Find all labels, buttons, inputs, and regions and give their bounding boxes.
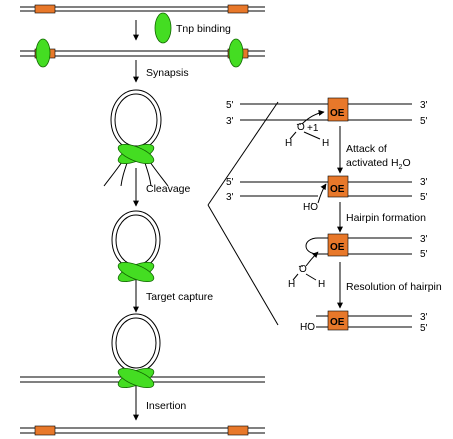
zoom-line-top [207, 101, 279, 206]
free-transposase [154, 12, 172, 44]
svg-text:OE: OE [330, 242, 345, 253]
svg-text:OE: OE [330, 184, 345, 195]
svg-text:+1: +1 [307, 123, 319, 134]
svg-text:OE: OE [330, 317, 345, 328]
target-capture-complex [20, 313, 265, 389]
tnp-binding-label: Tnp binding [176, 23, 231, 35]
chem-stage-a: 5' 3' OE 3' 5' O .. H H +1 [226, 97, 428, 149]
svg-text:HO: HO [300, 322, 315, 333]
bound-transposase-left [35, 38, 51, 68]
svg-text:..: .. [308, 196, 314, 207]
svg-text:5': 5' [226, 177, 234, 188]
cleavage-label: Cleavage [146, 183, 191, 195]
target-capture-label: Target capture [146, 291, 213, 303]
transposon-end-right [227, 4, 249, 14]
svg-text:H: H [322, 138, 329, 149]
svg-text:3': 3' [420, 312, 428, 323]
svg-text:3': 3' [420, 100, 428, 111]
oe-label: OE [330, 108, 345, 119]
svg-text:3': 3' [226, 192, 234, 203]
hairpin-label: Hairpin formation [346, 212, 426, 224]
svg-text:3': 3' [420, 177, 428, 188]
svg-text:5': 5' [420, 192, 428, 203]
donor-dna-bound [20, 38, 265, 68]
attack-label-2: activated H2O [346, 157, 411, 171]
svg-text:..: .. [298, 259, 304, 270]
svg-text:3': 3' [420, 234, 428, 245]
excised-transposon [111, 210, 161, 283]
transposon-end-left [34, 4, 56, 14]
zoom-line-bottom [207, 204, 279, 326]
svg-text:O: O [297, 122, 305, 133]
synapsis-label: Synapsis [146, 67, 189, 79]
synaptic-complex [103, 89, 169, 187]
donor-dna-unbound [20, 4, 265, 14]
svg-text:5': 5' [420, 116, 428, 127]
svg-text:H: H [318, 279, 325, 290]
bound-transposase-right [228, 38, 244, 68]
inserted-dna [20, 425, 265, 436]
insertion-label: Insertion [146, 400, 186, 412]
svg-text:H: H [288, 279, 295, 290]
svg-text:..: .. [296, 117, 302, 128]
svg-text:O: O [299, 264, 307, 275]
svg-text:..: .. [305, 316, 311, 327]
svg-text:5': 5' [420, 323, 428, 334]
chem-stage-b: 5' 3' OE 3' 5' HO .. [226, 175, 428, 213]
chem-stage-d: OE 3' 5' HO .. [300, 310, 428, 334]
svg-text:H: H [285, 138, 292, 149]
chem-stage-c: OE 3' 5' O .. H H [288, 233, 428, 290]
resolution-label: Resolution of hairpin [346, 281, 442, 293]
svg-text:5': 5' [226, 100, 234, 111]
svg-text:3': 3' [226, 116, 234, 127]
svg-text:5': 5' [420, 249, 428, 260]
attack-label-1: Attack of [346, 143, 387, 155]
svg-text:HO: HO [303, 202, 318, 213]
